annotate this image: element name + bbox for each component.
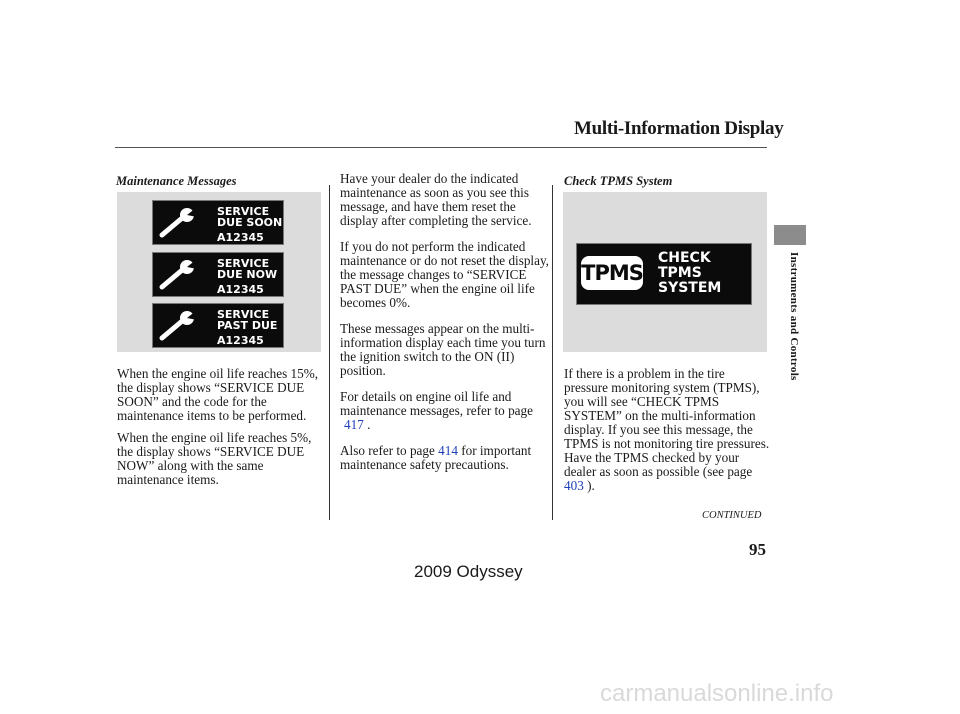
watermark: carmanualsonline.info bbox=[600, 680, 834, 707]
ignition-paragraph: These messages appear on the multi-infor… bbox=[340, 321, 546, 378]
dealer-paragraph: Have your dealer do the indicated mainte… bbox=[340, 171, 532, 228]
right-text: If there is a problem in the tire pressu… bbox=[564, 367, 770, 493]
wrench-icon bbox=[159, 260, 197, 290]
page-link-403[interactable]: 403 bbox=[564, 478, 584, 493]
message-line1: SERVICE bbox=[217, 308, 270, 321]
safety-paragraph: Also refer to page 414 for important mai… bbox=[340, 444, 552, 472]
details-paragraph: For details on engine oil life and maint… bbox=[340, 390, 552, 432]
wrench-icon bbox=[159, 311, 197, 341]
tpms-line2: TPMS bbox=[658, 265, 702, 281]
wrench-icon bbox=[159, 208, 197, 238]
message-line1: SERVICE bbox=[217, 257, 270, 270]
details-text: For details on engine oil life and maint… bbox=[340, 389, 533, 418]
service-due-soon-display: SERVICE DUE SOON A12345 bbox=[152, 200, 284, 245]
column-divider-2 bbox=[552, 185, 553, 520]
tpms-text: If there is a problem in the tire pressu… bbox=[564, 366, 770, 479]
message-line1: SERVICE bbox=[217, 205, 270, 218]
message-line2: DUE SOON bbox=[217, 216, 283, 229]
tpms-end: ). bbox=[587, 478, 595, 493]
tpms-panel: TPMS CHECK TPMS SYSTEM bbox=[563, 192, 767, 352]
section-tab bbox=[774, 225, 806, 245]
oil-life-5-paragraph: When the engine oil life reaches 5%, the… bbox=[117, 430, 312, 487]
column-divider-1 bbox=[329, 185, 330, 520]
safety-start: Also refer to page bbox=[340, 443, 435, 458]
section-tab-label: Instruments and Controls bbox=[788, 252, 800, 381]
tpms-line3: SYSTEM bbox=[658, 280, 722, 296]
check-tpms-display: TPMS CHECK TPMS SYSTEM bbox=[576, 243, 752, 305]
tpms-badge-icon: TPMS bbox=[581, 256, 644, 290]
maintenance-messages-heading: Maintenance Messages bbox=[116, 174, 237, 188]
tpms-paragraph: If there is a problem in the tire pressu… bbox=[564, 367, 770, 493]
service-past-due-display: SERVICE PAST DUE A12345 bbox=[152, 303, 284, 348]
maintenance-code: A12345 bbox=[217, 334, 264, 347]
middle-text: Have your dealer do the indicated mainte… bbox=[340, 172, 552, 472]
left-text: When the engine oil life reaches 15%, th… bbox=[117, 367, 329, 487]
page-link-414[interactable]: 414 bbox=[438, 443, 458, 458]
check-tpms-heading: Check TPMS System bbox=[564, 174, 673, 188]
service-due-now-display: SERVICE DUE NOW A12345 bbox=[152, 252, 284, 297]
continued-label: CONTINUED bbox=[702, 510, 762, 521]
details-end: . bbox=[367, 417, 371, 432]
maintenance-code: A12345 bbox=[217, 231, 264, 244]
message-line2: DUE NOW bbox=[217, 268, 278, 281]
tpms-line1: CHECK bbox=[658, 250, 711, 266]
maintenance-messages-panel: SERVICE DUE SOON A12345 SERVICE DUE NOW … bbox=[117, 192, 321, 352]
oil-life-15-paragraph: When the engine oil life reaches 15%, th… bbox=[117, 366, 319, 423]
page-title: Multi-Information Display bbox=[574, 118, 784, 139]
past-due-paragraph: If you do not perform the indicated main… bbox=[340, 239, 549, 310]
header-rule bbox=[115, 147, 767, 148]
page-number: 95 bbox=[749, 540, 766, 559]
safety-end: for important maintenance safety precaut… bbox=[340, 443, 532, 472]
message-line2: PAST DUE bbox=[217, 319, 278, 332]
model-label: 2009 Odyssey bbox=[414, 562, 523, 581]
page-link-417[interactable]: 417 bbox=[344, 417, 364, 432]
maintenance-code: A12345 bbox=[217, 283, 264, 296]
